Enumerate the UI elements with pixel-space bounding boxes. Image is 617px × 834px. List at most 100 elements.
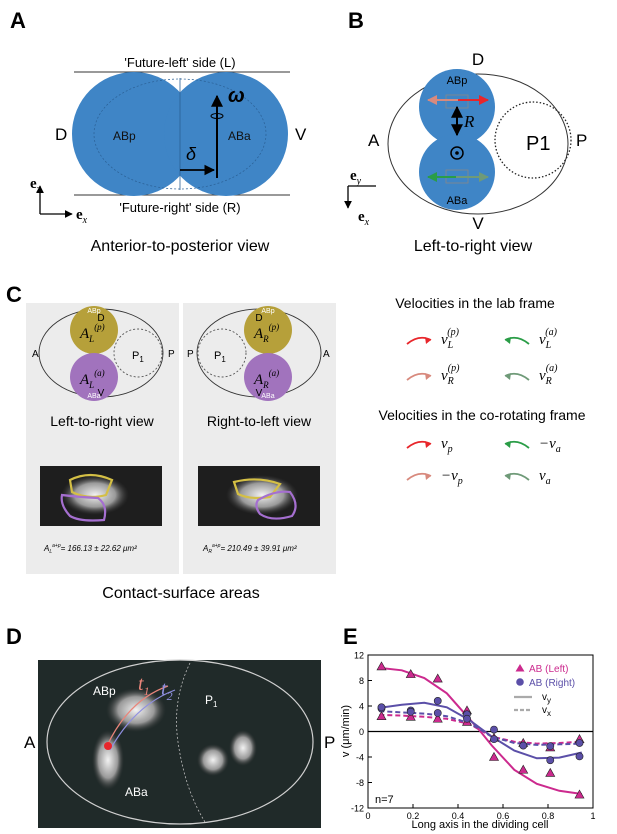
- label-t1: t1: [138, 673, 150, 698]
- tracked-point: [104, 742, 112, 750]
- x-axis-label: Long axis in the dividing cell: [412, 819, 549, 831]
- trajectory-t2: [109, 689, 176, 751]
- label-aba: ABa: [125, 785, 148, 799]
- y-tick-label: -4: [356, 753, 364, 763]
- rotation-dot: [455, 151, 459, 155]
- area-value-left: ALa+p= 166.13 ± 22.62 μm²: [43, 543, 137, 555]
- label-d: D: [472, 50, 484, 69]
- data-point-circle: [546, 756, 555, 765]
- cell-boundary-dotted: [176, 662, 206, 823]
- label-v: V: [98, 388, 105, 399]
- rotation-out-of-plane-icon: [450, 146, 464, 160]
- p1-fluorescence-right: [229, 730, 257, 766]
- area-label-bottom: AL(a): [79, 368, 105, 390]
- velocity-term-label: vp: [441, 436, 453, 455]
- rotation-ring: [210, 113, 224, 119]
- x-tick-label: 0.2: [407, 811, 420, 821]
- lab-frame-legend: vL(p)vL(a)vR(p)vR(a): [406, 327, 558, 387]
- data-point-triangle: [376, 711, 387, 720]
- label-p: P: [324, 733, 335, 752]
- data-point-triangle: [376, 661, 387, 671]
- x-tick-label: 1: [590, 811, 595, 821]
- n-label: n=7: [375, 794, 394, 806]
- velocity-arrowhead-icon: [505, 473, 511, 480]
- x-tick-label: 0.4: [452, 811, 465, 821]
- panel-letter-b: B: [348, 8, 364, 33]
- contour-purple-left: [60, 493, 107, 522]
- label-aba-small: ABa: [87, 393, 100, 400]
- y-tick-label: 0: [359, 727, 364, 737]
- cell-p1: [494, 101, 572, 179]
- label-t2: t2: [161, 678, 173, 703]
- data-point-triangle: [432, 673, 443, 683]
- corot-frame-title: Velocities in the co-rotating frame: [379, 407, 586, 423]
- panel-letter-c: C: [6, 282, 22, 307]
- panel-letter-a: A: [10, 8, 26, 33]
- contour-purple-right: [255, 490, 297, 520]
- label-v: V: [256, 388, 263, 399]
- cell-abp: [72, 72, 196, 196]
- velocity-term-label: vL(a): [539, 327, 558, 351]
- label-p: P: [187, 349, 194, 360]
- axis-label-v: V: [295, 125, 307, 144]
- area-label-top: AL(p): [79, 322, 105, 344]
- right-view-schematic: D V A P ABp ABa AR(p) AR(a) P1: [187, 306, 330, 401]
- future-left-label: 'Future-left' side (L): [124, 55, 235, 70]
- omega-symbol: ω: [228, 85, 245, 107]
- velocity-arrowhead-icon: [425, 473, 431, 480]
- data-point-circle: [406, 707, 415, 716]
- velocity-arrowhead-icon: [425, 373, 431, 380]
- data-point-triangle: [574, 789, 585, 799]
- velocity-term-label: va: [539, 468, 551, 487]
- area-aba-left: [70, 353, 118, 401]
- label-p1: P1: [132, 350, 144, 364]
- cell-label-aba: ABa: [228, 129, 251, 143]
- area-label-bottom: AR(a): [253, 368, 279, 390]
- data-point-circle: [519, 741, 528, 750]
- chart-points: [376, 661, 585, 799]
- label-abp-small: ABp: [261, 308, 274, 315]
- caption-left-to-right: Left-to-right view: [50, 413, 154, 429]
- fit-curve: [379, 666, 582, 795]
- axis-label-d: D: [55, 125, 67, 144]
- panel-letter-e: E: [343, 624, 358, 649]
- fit-curve: [379, 710, 582, 746]
- data-point-circle: [433, 709, 442, 717]
- cell-label-abp: ABp: [447, 75, 468, 87]
- panel-letter-d: D: [6, 624, 22, 649]
- label-p1: P1: [526, 133, 550, 155]
- panel-b: B ABp ABa R D V A P P1 ey ex Left-to-rig…: [344, 8, 587, 255]
- data-point-triangle: [518, 764, 529, 774]
- data-point-circle: [546, 742, 555, 751]
- p1-cell: [197, 328, 247, 378]
- area-aba-right: [244, 353, 292, 401]
- chart-curves: [379, 666, 583, 795]
- r-label: R: [463, 112, 475, 131]
- velocity-arrowhead-icon: [425, 337, 431, 344]
- data-point-triangle: [488, 751, 500, 761]
- ex-label: ex: [76, 207, 88, 226]
- label-d: D: [255, 313, 262, 324]
- data-point-circle: [490, 725, 498, 734]
- trajectory-t1: [105, 685, 169, 749]
- legend-label-vy: vy: [542, 692, 551, 705]
- contour-yellow-right: [232, 478, 282, 500]
- panel-c: C D V A P ABp ABa AL(p) AL(a) P1 Left-to…: [6, 282, 586, 602]
- cell-aba: [419, 134, 495, 210]
- panel-d: D ABp ABa P1 t1 t2 A P: [6, 624, 335, 828]
- label-a: A: [32, 349, 39, 360]
- x-tick-label: 0.8: [542, 811, 555, 821]
- x-tick-label: 0.6: [497, 811, 510, 821]
- p1-cell: [113, 328, 163, 378]
- legend-marker-triangle: [515, 664, 525, 672]
- aba-fluorescence: [92, 730, 124, 790]
- legend-label-right: AB (Right): [529, 678, 575, 689]
- legend-label-left: AB (Left): [529, 664, 568, 675]
- embryo-outline: [387, 73, 569, 215]
- y-tick-label: 8: [359, 676, 364, 686]
- area-value-right: ARa+p= 210.49 ± 39.91 μm²: [202, 543, 297, 555]
- contour-yellow-left: [68, 473, 114, 499]
- label-p: P: [576, 131, 587, 150]
